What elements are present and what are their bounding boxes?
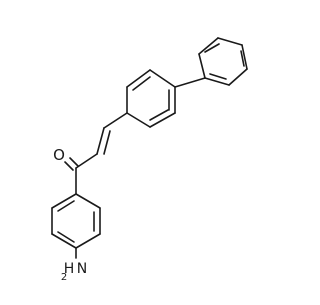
molecule-canvas: O H N 2 bbox=[51, 37, 248, 283]
phenylene-ring-middle bbox=[126, 69, 176, 128]
aminophenyl-ring bbox=[51, 193, 101, 249]
bond bbox=[241, 44, 248, 70]
oxygen-atom-label: O bbox=[53, 146, 65, 164]
double-bond-inner bbox=[240, 50, 245, 67]
double-bond-inner bbox=[57, 231, 75, 243]
bond bbox=[75, 193, 101, 209]
bond bbox=[126, 69, 151, 88]
carbonyl-double-bond-b bbox=[64, 161, 74, 171]
bond bbox=[75, 233, 101, 249]
amine-hydrogen-label: H bbox=[64, 261, 75, 277]
double-bond-inner bbox=[132, 76, 151, 91]
biaryl-bond bbox=[174, 77, 206, 88]
bond bbox=[126, 112, 151, 128]
bond-layer bbox=[51, 37, 248, 259]
double-bond-inner bbox=[57, 200, 75, 212]
carbonyl-carbon-bond bbox=[75, 153, 98, 169]
structure-diagram: O H N 2 bbox=[51, 37, 248, 283]
vinyl-double-bond-inner bbox=[103, 130, 111, 155]
bond bbox=[204, 77, 230, 86]
double-bond-inner bbox=[204, 43, 220, 53]
phenyl-ring-terminal bbox=[198, 37, 248, 86]
nitrogen-atom-label: N bbox=[77, 261, 87, 277]
carbonyl-double-bond-a bbox=[69, 157, 79, 167]
bond bbox=[51, 193, 77, 209]
double-bond-inner bbox=[149, 109, 169, 121]
bond bbox=[149, 112, 176, 128]
bond bbox=[198, 37, 219, 55]
bond bbox=[198, 53, 206, 79]
bond bbox=[51, 233, 77, 249]
bond bbox=[217, 37, 243, 46]
amine-hydrogen-count: 2 bbox=[61, 272, 67, 283]
double-bond-inner bbox=[209, 73, 227, 80]
vinyl-double-bond-outer bbox=[96, 127, 105, 155]
bond bbox=[149, 69, 176, 88]
vinyl-bond bbox=[103, 112, 128, 129]
bond bbox=[228, 68, 248, 86]
